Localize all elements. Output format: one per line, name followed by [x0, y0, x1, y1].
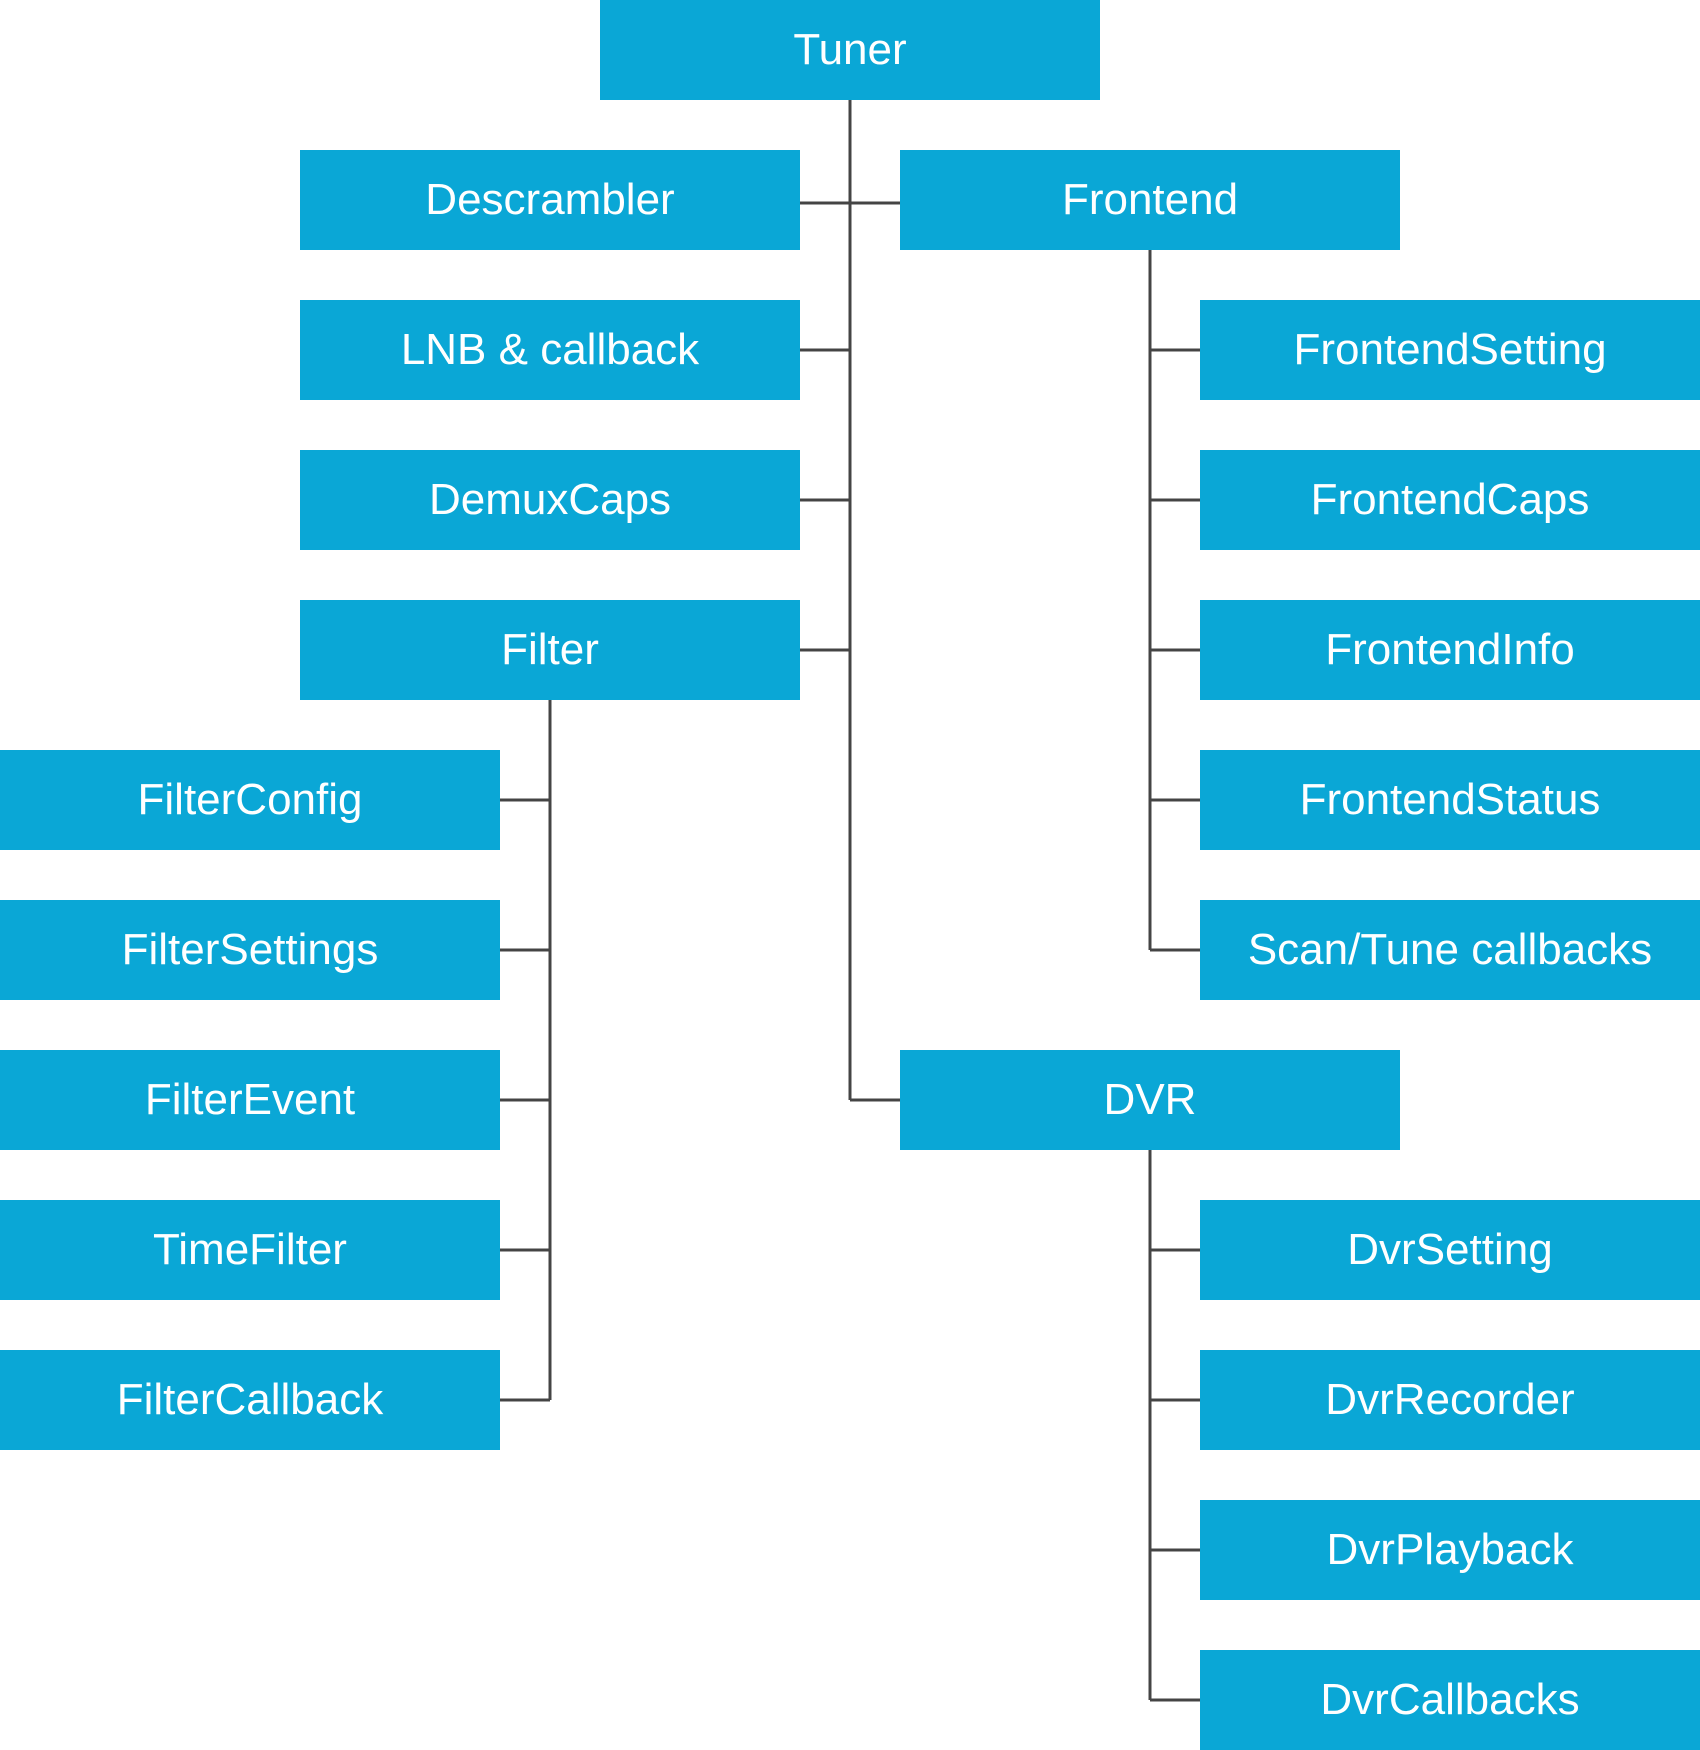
node-demuxcaps: DemuxCaps [300, 450, 800, 550]
node-dvrsetting: DvrSetting [1200, 1200, 1700, 1300]
node-dvrcallbacks: DvrCallbacks [1200, 1650, 1700, 1750]
node-filterconfig: FilterConfig [0, 750, 500, 850]
node-frontendinfo: FrontendInfo [1200, 600, 1700, 700]
node-filtercallback: FilterCallback [0, 1350, 500, 1450]
node-frontendcaps: FrontendCaps [1200, 450, 1700, 550]
node-tuner: Tuner [600, 0, 1100, 100]
node-filtersettings: FilterSettings [0, 900, 500, 1000]
node-dvrplayback: DvrPlayback [1200, 1500, 1700, 1600]
node-frontend: Frontend [900, 150, 1400, 250]
node-dvrrecorder: DvrRecorder [1200, 1350, 1700, 1450]
node-timefilter: TimeFilter [0, 1200, 500, 1300]
node-scan-tune-callbacks: Scan/Tune callbacks [1200, 900, 1700, 1000]
node-descrambler: Descrambler [300, 150, 800, 250]
node-dvr: DVR [900, 1050, 1400, 1150]
node-filter: Filter [300, 600, 800, 700]
node-frontendstatus: FrontendStatus [1200, 750, 1700, 850]
node-lnb-callback: LNB & callback [300, 300, 800, 400]
node-frontendsetting: FrontendSetting [1200, 300, 1700, 400]
node-filterevent: FilterEvent [0, 1050, 500, 1150]
